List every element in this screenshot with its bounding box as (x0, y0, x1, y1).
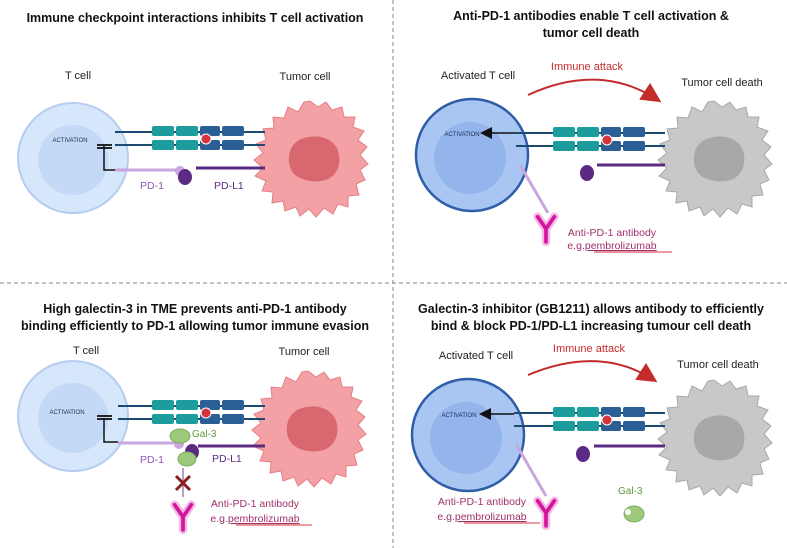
t-cell-label: T cell (65, 70, 91, 82)
gal3-label: Gal-3 (192, 429, 217, 440)
anti-pd1-antibody (175, 505, 192, 530)
dead-tumor-cell (657, 100, 773, 218)
pdl1-ligand (576, 444, 665, 462)
tumor-cell-death-label: Tumor cell death (681, 77, 763, 89)
blocked-binding-mark (174, 468, 192, 497)
pdl1-label: PD-L1 (212, 453, 242, 465)
panel-3-title-line-1: High galectin-3 in TME prevents anti-PD-… (43, 302, 347, 316)
activated-t-cell-label: Activated T cell (441, 70, 515, 82)
inhibition-arrow (97, 144, 115, 171)
t-cell-label: T cell (73, 345, 99, 357)
gal3-label: Gal-3 (618, 486, 643, 497)
tumor-cell (251, 370, 367, 488)
tumor-cell-label: Tumor cell (279, 346, 330, 358)
galectin-3-blob (169, 428, 197, 467)
tumor-cell (253, 100, 369, 218)
antibody-example-label: e.g.pembrolizumab (437, 511, 526, 523)
t-cell (17, 360, 129, 472)
activation-label: ACTIVATION (441, 413, 476, 419)
panel-2-title-line-1: Anti-PD-1 antibodies enable T cell activ… (453, 9, 729, 23)
panel-anti-pd1-activation: Anti-PD-1 antibodies enable T cell activ… (414, 9, 773, 253)
tumor-cell-label: Tumor cell (280, 71, 331, 83)
activation-label: ACTIVATION (49, 410, 84, 416)
anti-pd1-antibody (538, 217, 555, 242)
activated-t-cell (410, 377, 526, 493)
panel-4-title-line-2: bind & block PD-1/PD-L1 increasing tumou… (431, 319, 751, 333)
panel-checkpoint-inhibition: Immune checkpoint interactions inhibits … (17, 11, 369, 218)
inhibited-galectin-3 (623, 505, 645, 523)
activation-label: ACTIVATION (52, 138, 87, 144)
pdl1-ligand (178, 166, 265, 185)
panel-3-title-line-2: binding efficiently to PD-1 allowing tum… (21, 319, 369, 333)
pd1-label: PD-1 (140, 454, 164, 466)
t-cell (17, 102, 129, 214)
activated-t-cell (414, 97, 530, 213)
panel-galectin3-evasion: High galectin-3 in TME prevents anti-PD-… (17, 302, 369, 530)
pd1-receptor-bound (518, 164, 550, 214)
immune-attack-label: Immune attack (551, 61, 624, 73)
activated-t-cell-label: Activated T cell (439, 350, 513, 362)
panel-1-title: Immune checkpoint interactions inhibits … (27, 11, 364, 25)
immune-attack-arrow (527, 360, 658, 383)
mhc-tcr-complex (514, 407, 665, 431)
antibody-example-label: e.g.pembrolizumab (567, 240, 656, 252)
pdl1-ligand (580, 163, 665, 181)
inhibition-arrow (97, 415, 118, 443)
antibody-name-label: Anti-PD-1 antibody (211, 498, 300, 510)
mhc-tcr-complex (516, 127, 665, 151)
panel-4-title-line-1: Galectin-3 inhibitor (GB1211) allows ant… (418, 302, 764, 316)
pd1-label: PD-1 (140, 180, 164, 192)
pdl1-label: PD-L1 (214, 180, 244, 192)
activation-label: ACTIVATION (444, 132, 479, 138)
panel-2-title-line-2: tumor cell death (543, 26, 640, 40)
mhc-tcr-complex (118, 400, 265, 424)
antibody-name-label: Anti-PD-1 antibody (438, 496, 527, 508)
tumor-cell-death-label: Tumor cell death (677, 359, 759, 371)
panel-galectin3-inhibitor: Galectin-3 inhibitor (GB1211) allows ant… (410, 302, 773, 526)
anti-pd1-antibody (538, 501, 555, 526)
antibody-example-label: e.g.pembrolizumab (210, 513, 299, 525)
mhc-tcr-complex (115, 126, 265, 150)
immune-attack-label: Immune attack (553, 343, 626, 355)
dead-tumor-cell (657, 379, 773, 497)
antibody-name-label: Anti-PD-1 antibody (568, 227, 657, 239)
pd1-receptor-bound (514, 443, 548, 497)
immune-attack-arrow (527, 78, 662, 103)
